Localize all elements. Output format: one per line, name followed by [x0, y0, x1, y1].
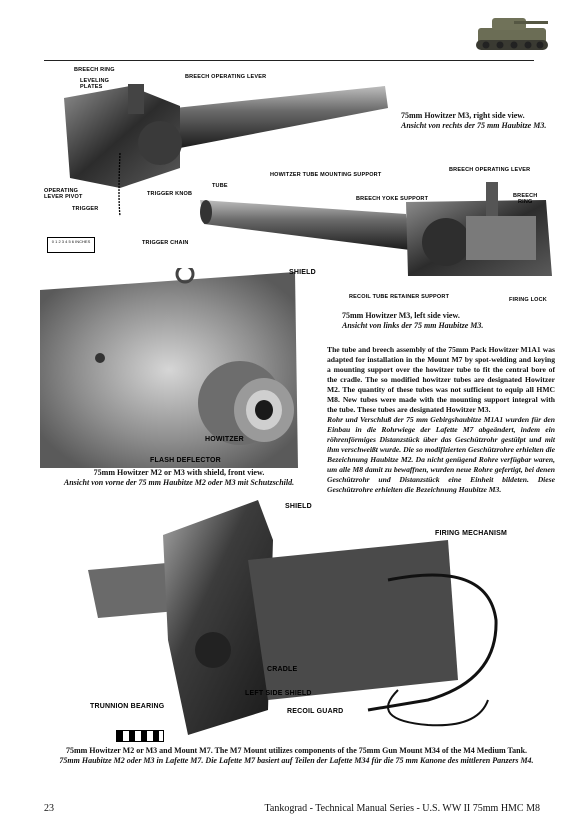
- label-trigger-knob: TRIGGER KNOB: [147, 191, 193, 197]
- caption-mount: 75mm Howitzer M2 or M3 and Mount M7. The…: [44, 746, 549, 766]
- label-leveling-plates: LEVELING PLATES: [80, 78, 110, 90]
- label-tube: TUBE: [212, 183, 228, 189]
- label-flash-deflector: FLASH DEFLECTOR: [150, 457, 221, 464]
- page-number: 23: [44, 803, 54, 814]
- label-trunnion-bearing: TRUNNION BEARING: [90, 703, 165, 710]
- paragraph-de: Rohr und Verschluß der 75 mm Gebirgshaub…: [327, 415, 555, 494]
- vehicle-silhouette-icon: [476, 18, 548, 50]
- label-left-side-shield: LEFT SIDE SHIELD: [245, 690, 312, 697]
- caption-left-side-de: Ansicht von links der 75 mm Haubitze M3.: [342, 321, 484, 330]
- header-rule: [44, 60, 534, 61]
- howitzer-right-side-image: [64, 84, 388, 217]
- scale-bar: 0 1 2 3 4 5 6 INCHES: [47, 237, 95, 253]
- caption-left-side: 75mm Howitzer M3, left side view. Ansich…: [342, 311, 542, 331]
- label-mount-shield: SHIELD: [285, 503, 312, 510]
- label-operating-lever-pivot: OPERATING LEVER PIVOT: [44, 188, 83, 200]
- caption-shield-en: 75mm Howitzer M2 or M3 with shield, fron…: [93, 468, 265, 477]
- caption-right-side-de: Ansicht von rechts der 75 mm Haubitze M3…: [401, 121, 547, 130]
- caption-right-side-en: 75mm Howitzer M3, right side view.: [401, 111, 525, 120]
- label-cradle: CRADLE: [267, 666, 298, 673]
- label-howitzer: HOWITZER: [205, 436, 244, 443]
- caption-mount-de: 75mm Haubitze M2 oder M3 in Lafette M7. …: [59, 756, 534, 765]
- label-breech-operating-lever-left: BREECH OPERATING LEVER: [449, 167, 531, 173]
- howitzer-shield-front-image: [40, 268, 298, 468]
- label-breech-ring-left: BREECH RING: [513, 193, 538, 205]
- scale-bar-mount: [116, 730, 164, 742]
- caption-right-side: 75mm Howitzer M3, right side view. Ansic…: [401, 111, 561, 131]
- caption-mount-en: 75mm Howitzer M2 or M3 and Mount M7. The…: [65, 746, 528, 755]
- caption-left-side-en: 75mm Howitzer M3, left side view.: [342, 311, 460, 320]
- label-shield: SHIELD: [289, 269, 316, 276]
- label-firing-mechanism: FIRING MECHANISM: [435, 530, 508, 537]
- label-trigger-chain: TRIGGER CHAIN: [142, 240, 189, 246]
- label-trigger: TRIGGER: [72, 206, 99, 212]
- label-recoil-guard: RECOIL GUARD: [287, 708, 344, 715]
- body-paragraph: The tube and breech assembly of the 75mm…: [327, 345, 555, 495]
- label-breech-ring: BREECH RING: [74, 67, 115, 73]
- howitzer-mount-image: [88, 500, 498, 735]
- caption-shield-de: Ansicht von vorne der 75 mm Haubitze M2 …: [63, 478, 295, 487]
- howitzer-left-side-image: [200, 182, 552, 276]
- label-breech-yoke-support: BREECH YOKE SUPPORT: [356, 196, 429, 202]
- caption-shield: 75mm Howitzer M2 or M3 with shield, fron…: [44, 468, 314, 488]
- series-title: Tankograd - Technical Manual Series - U.…: [264, 803, 541, 814]
- label-recoil-tube-retainer-support: RECOIL TUBE RETAINER SUPPORT: [349, 294, 450, 300]
- paragraph-en: The tube and breech assembly of the 75mm…: [327, 345, 555, 414]
- label-firing-lock: FIRING LOCK: [509, 297, 547, 303]
- label-breech-operating-lever: BREECH OPERATING LEVER: [185, 74, 267, 80]
- label-howitzer-tube-mounting-support: HOWITZER TUBE MOUNTING SUPPORT: [270, 172, 382, 178]
